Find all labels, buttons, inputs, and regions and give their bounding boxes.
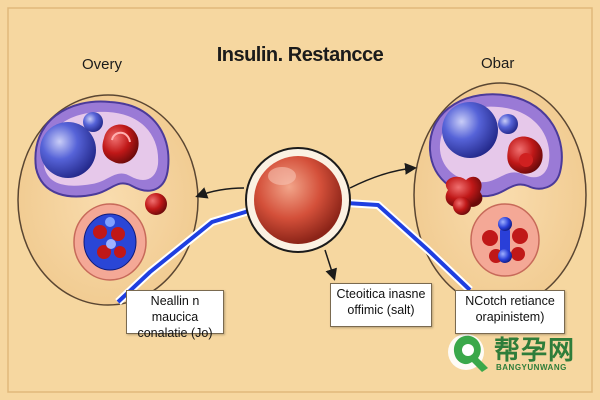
- nucleus-blob: [40, 122, 96, 178]
- left-panel-heading: Overy: [82, 56, 123, 73]
- right-cell-panel: [413, 82, 587, 308]
- arrow-to-left: [195, 187, 245, 199]
- watermark-english-text: BANGYUNWANG: [496, 363, 567, 372]
- arrow-to-right: [349, 162, 417, 189]
- watermark-chinese-text: 帮孕网: [494, 336, 576, 366]
- callout-left: Neallin n maucica conalatie (Jo): [126, 290, 224, 340]
- nucleus-blob: [442, 102, 498, 158]
- red-organelle: [102, 124, 139, 164]
- right-panel-heading: Obar: [481, 55, 515, 72]
- callout-middle: Cteoitica inasne offimic (salt): [330, 283, 432, 327]
- diagram-title: Insulin. Restancce: [216, 44, 384, 66]
- page-frame: [7, 7, 593, 393]
- callout-right-line-2: orapinistem): [475, 310, 545, 324]
- arrow-down: [324, 249, 337, 281]
- callout-left-line-2: conalatie (Jo): [137, 326, 213, 340]
- central-cell: [245, 147, 351, 253]
- red-blood-cells: [445, 176, 483, 207]
- left-cell-panel: [17, 94, 199, 306]
- callout-middle-line-1: Cteoitica inasne: [336, 287, 426, 301]
- arrows: [195, 162, 417, 281]
- watermark-logo-icon: [448, 334, 488, 372]
- watermark: 帮孕网 BANGYUNWANG: [444, 330, 584, 374]
- callout-left-line-1: Neallin n maucica: [150, 294, 200, 324]
- callout-right: NCotch retiance orapinistem): [455, 290, 565, 334]
- callout-middle-line-2: offimic (salt): [347, 303, 415, 317]
- callout-right-line-1: NCotch retiance: [465, 294, 555, 308]
